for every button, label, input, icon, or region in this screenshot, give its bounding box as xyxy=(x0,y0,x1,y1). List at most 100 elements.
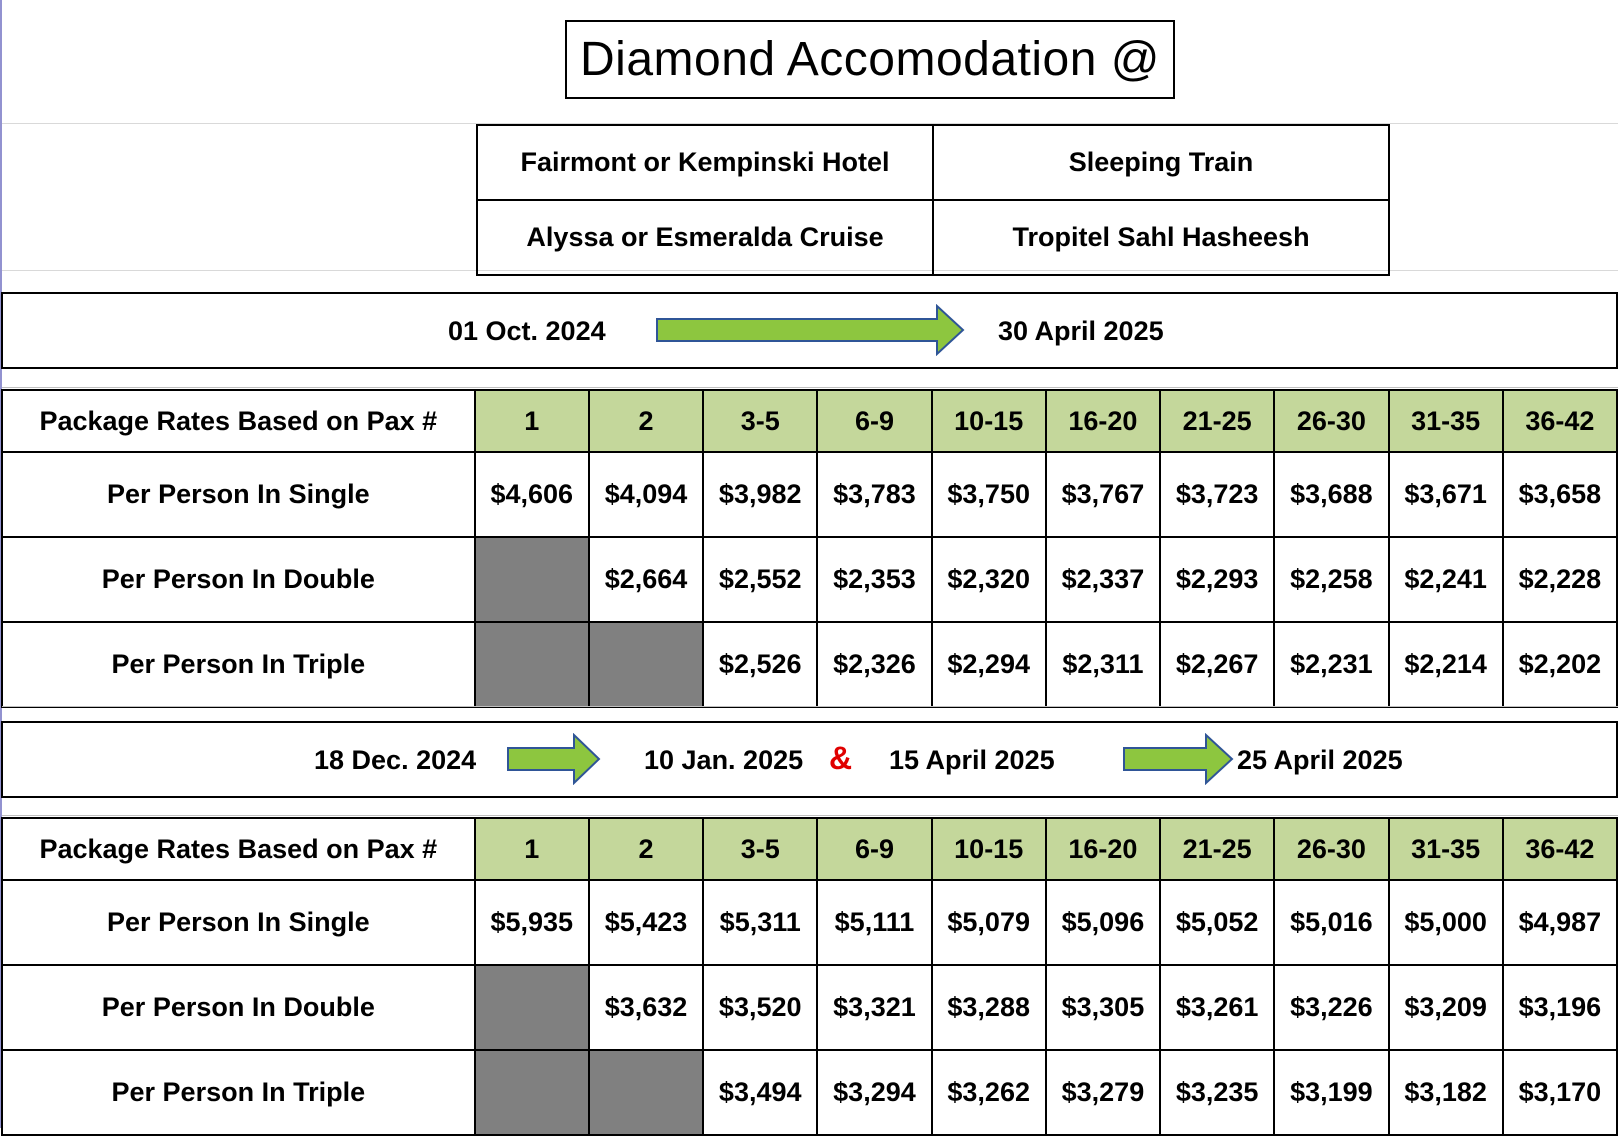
rate-cell: $3,982 xyxy=(702,451,819,538)
rate-cell: $2,202 xyxy=(1501,621,1618,708)
rate-cell: $3,750 xyxy=(930,451,1047,538)
period-2-to1: 10 Jan. 2025 xyxy=(644,745,804,775)
pax-header: 3-5 xyxy=(702,389,819,453)
divider xyxy=(2,706,1618,707)
period-1-from: 01 Oct. 2024 xyxy=(448,316,606,346)
rate-cell: $3,288 xyxy=(930,964,1047,1051)
hotel-cell: Sleeping Train xyxy=(932,124,1390,201)
row-label: Per Person In Triple xyxy=(1,621,476,708)
rate-cell: $3,632 xyxy=(587,964,705,1051)
arrow-right-icon xyxy=(656,304,965,356)
rate-cell: $3,235 xyxy=(1159,1049,1276,1136)
pax-header: 2 xyxy=(587,389,705,453)
rate-cell: $3,494 xyxy=(702,1049,819,1136)
rate-cell: $2,258 xyxy=(1273,536,1390,623)
header-label: Package Rates Based on Pax # xyxy=(1,817,476,881)
na-cell xyxy=(473,964,590,1051)
pax-header: 1 xyxy=(473,389,590,453)
rate-cell: $2,337 xyxy=(1044,536,1162,623)
period-2-from1: 18 Dec. 2024 xyxy=(314,745,477,775)
rates-table-2: Package Rates Based on Pax # 1 2 3-5 6-9… xyxy=(1,817,1618,1136)
rate-cell: $2,241 xyxy=(1387,536,1504,623)
rate-cell: $5,096 xyxy=(1044,879,1162,966)
table-row: Per Person In Triple $3,494 $3,294 $3,26… xyxy=(1,1049,1618,1136)
period-2-from2: 15 April 2025 xyxy=(889,745,1055,775)
rate-cell: $3,226 xyxy=(1273,964,1390,1051)
rate-cell: $2,267 xyxy=(1159,621,1276,708)
na-cell xyxy=(473,536,590,623)
pax-header: 31-35 xyxy=(1387,389,1504,453)
page-title-text: Diamond Accomodation @ xyxy=(579,33,1160,86)
ampersand: & xyxy=(829,740,853,776)
table-row: Per Person In Single $4,606 $4,094 $3,98… xyxy=(1,451,1618,538)
rate-cell: $2,294 xyxy=(930,621,1047,708)
rate-cell: $2,320 xyxy=(930,536,1047,623)
rate-cell: $2,228 xyxy=(1501,536,1618,623)
pax-header: 26-30 xyxy=(1273,817,1390,881)
page-title: Diamond Accomodation @ xyxy=(565,20,1175,99)
hotel-cell: Alyssa or Esmeralda Cruise xyxy=(475,199,935,276)
rate-cell: $5,052 xyxy=(1159,879,1276,966)
rate-cell: $3,196 xyxy=(1501,964,1618,1051)
row-label: Per Person In Double xyxy=(1,964,476,1051)
arrow-right-icon xyxy=(507,733,601,785)
rate-cell: $2,293 xyxy=(1159,536,1276,623)
rate-cell: $3,688 xyxy=(1273,451,1390,538)
pax-header: 6-9 xyxy=(816,389,933,453)
divider xyxy=(2,123,1618,124)
rate-cell: $3,520 xyxy=(702,964,819,1051)
rate-cell: $2,326 xyxy=(816,621,933,708)
period-2-to2: 25 April 2025 xyxy=(1237,745,1403,775)
rate-cell: $5,000 xyxy=(1387,879,1504,966)
table-row: Per Person In Single $5,935 $5,423 $5,31… xyxy=(1,879,1618,966)
row-label: Per Person In Single xyxy=(1,879,476,966)
pax-header: 36-42 xyxy=(1501,389,1618,453)
row-label: Per Person In Double xyxy=(1,536,476,623)
period-2-banner: 18 Dec. 2024 10 Jan. 2025 & 15 April 202… xyxy=(1,721,1618,798)
rate-cell: $5,079 xyxy=(930,879,1047,966)
pax-header: 3-5 xyxy=(702,817,819,881)
pax-header: 1 xyxy=(473,817,590,881)
pax-header: 21-25 xyxy=(1159,817,1276,881)
pax-header: 10-15 xyxy=(930,817,1047,881)
rate-cell: $3,262 xyxy=(930,1049,1047,1136)
table-row: Per Person In Double $3,632 $3,520 $3,32… xyxy=(1,964,1618,1051)
rate-cell: $5,311 xyxy=(702,879,819,966)
rate-cell: $3,209 xyxy=(1387,964,1504,1051)
arrow-right-icon xyxy=(1123,733,1234,785)
rate-cell: $3,671 xyxy=(1387,451,1504,538)
pax-header: 16-20 xyxy=(1044,817,1162,881)
rate-cell: $2,526 xyxy=(702,621,819,708)
na-cell xyxy=(587,621,705,708)
rate-cell: $3,294 xyxy=(816,1049,933,1136)
na-cell xyxy=(473,1049,590,1136)
pax-header: 26-30 xyxy=(1273,389,1390,453)
table-header-row: Package Rates Based on Pax # 1 2 3-5 6-9… xyxy=(1,817,1618,881)
rate-cell: $4,606 xyxy=(473,451,590,538)
table-row: Per Person In Triple $2,526 $2,326 $2,29… xyxy=(1,621,1618,708)
hotels-row: Fairmont or Kempinski Hotel Sleeping Tra… xyxy=(475,124,1390,201)
rate-cell: $5,423 xyxy=(587,879,705,966)
pax-header: 16-20 xyxy=(1044,389,1162,453)
rate-cell: $3,305 xyxy=(1044,964,1162,1051)
hotels-table: Fairmont or Kempinski Hotel Sleeping Tra… xyxy=(475,124,1390,276)
rate-cell: $3,199 xyxy=(1273,1049,1390,1136)
rate-cell: $3,170 xyxy=(1501,1049,1618,1136)
rate-cell: $2,231 xyxy=(1273,621,1390,708)
table-header-row: Package Rates Based on Pax # 1 2 3-5 6-9… xyxy=(1,389,1618,453)
pax-header: 6-9 xyxy=(816,817,933,881)
rate-cell: $3,767 xyxy=(1044,451,1162,538)
hotel-cell: Fairmont or Kempinski Hotel xyxy=(475,124,935,201)
rate-cell: $3,279 xyxy=(1044,1049,1162,1136)
hotel-cell: Tropitel Sahl Hasheesh xyxy=(932,199,1390,276)
pax-header: 31-35 xyxy=(1387,817,1504,881)
pax-header: 21-25 xyxy=(1159,389,1276,453)
period-1-to: 30 April 2025 xyxy=(998,316,1164,346)
row-label: Per Person In Triple xyxy=(1,1049,476,1136)
rate-cell: $2,311 xyxy=(1044,621,1162,708)
table-row: Per Person In Double $2,664 $2,552 $2,35… xyxy=(1,536,1618,623)
rate-cell: $3,261 xyxy=(1159,964,1276,1051)
rate-cell: $3,321 xyxy=(816,964,933,1051)
rate-cell: $5,111 xyxy=(816,879,933,966)
rate-cell: $2,214 xyxy=(1387,621,1504,708)
